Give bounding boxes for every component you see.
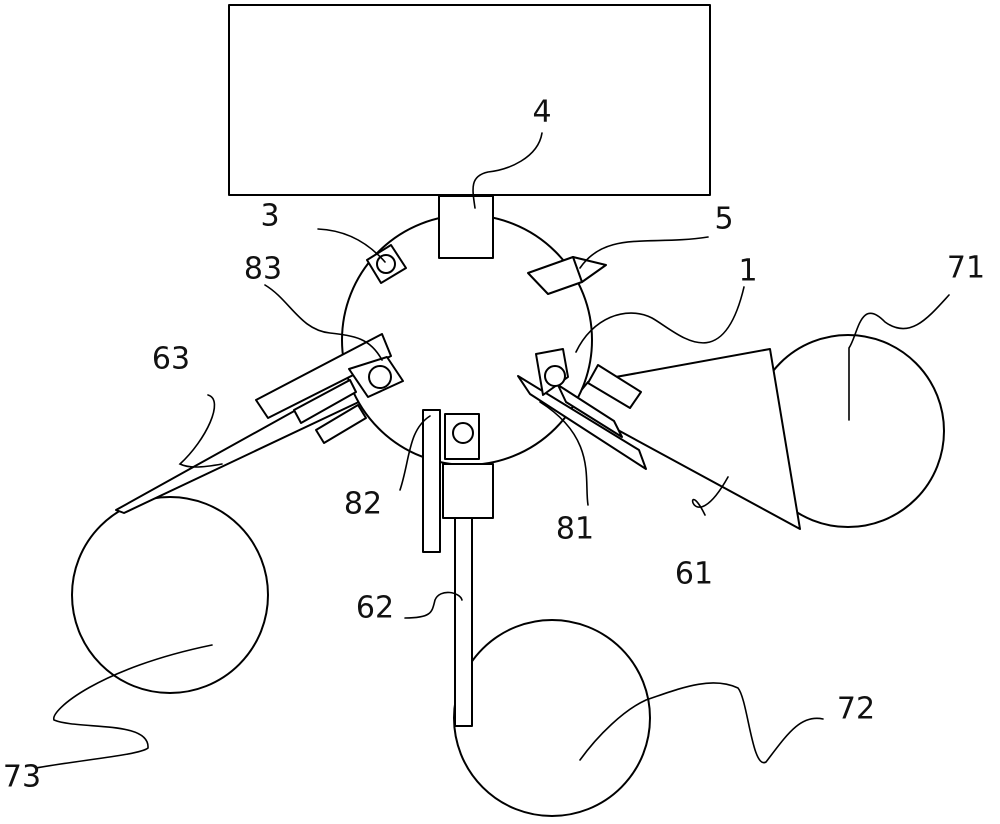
label-4: 4: [532, 95, 551, 130]
reel-73: [71, 496, 269, 694]
label-81: 81: [556, 512, 594, 547]
label-63: 63: [152, 342, 190, 377]
arm-assembly-82: [422, 409, 494, 553]
wedge-5: [527, 256, 607, 295]
label-3: 3: [260, 199, 279, 234]
label-72: 72: [837, 692, 875, 727]
top-housing: [228, 4, 711, 196]
label-83: 83: [244, 252, 282, 287]
arm-assembly-81: [517, 348, 647, 470]
label-1: 1: [738, 254, 757, 289]
reel-72: [453, 619, 651, 817]
label-82: 82: [344, 487, 382, 522]
label-61: 61: [675, 557, 713, 592]
block-4: [438, 195, 494, 259]
label-5: 5: [714, 202, 733, 237]
label-62: 62: [356, 591, 394, 626]
arm-assembly-83: [255, 333, 404, 444]
leader-lines: [35, 132, 950, 769]
label-71: 71: [947, 251, 985, 286]
label-73: 73: [3, 760, 41, 795]
